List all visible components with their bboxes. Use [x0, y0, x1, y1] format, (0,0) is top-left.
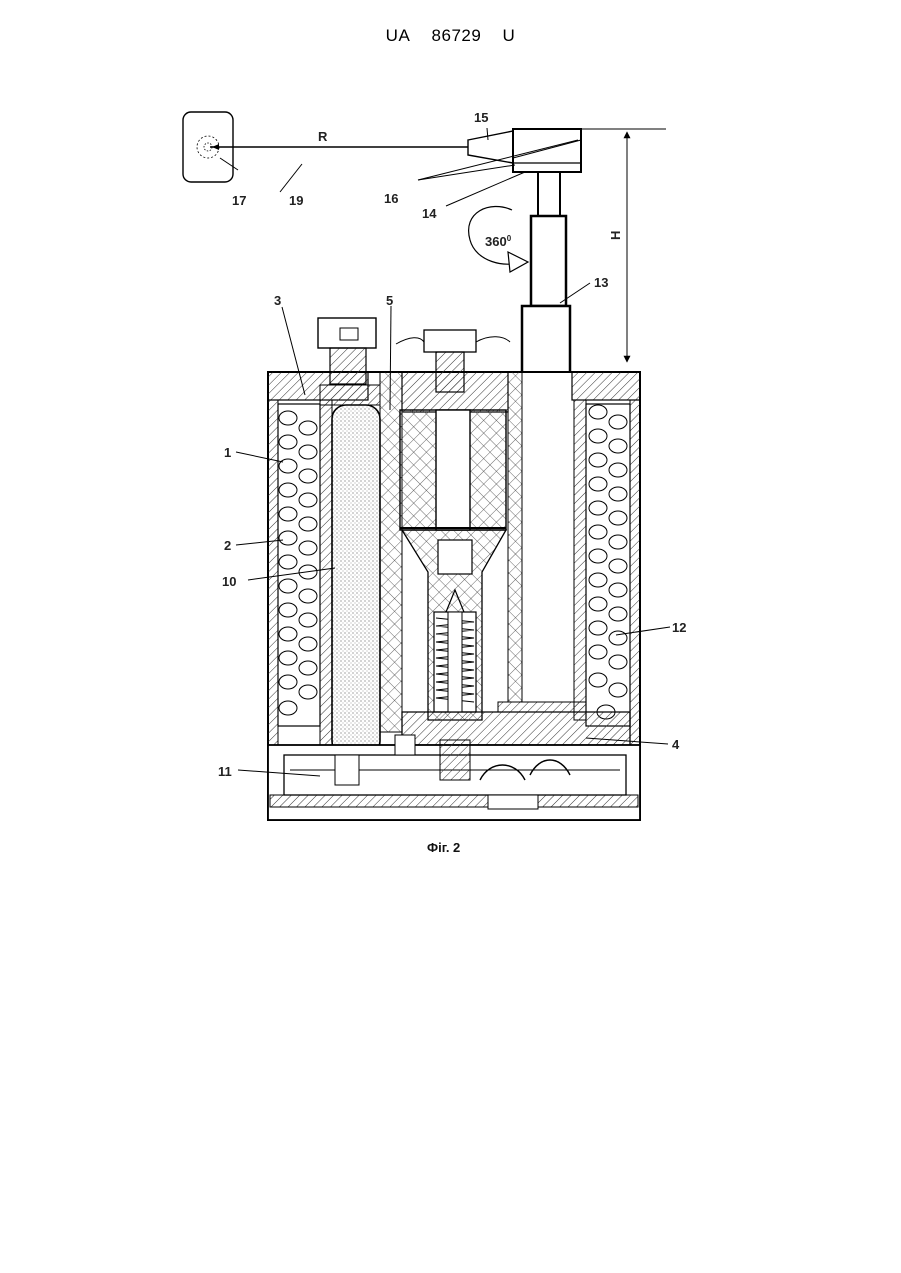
radius-label: R [318, 129, 328, 144]
label-11: 11 [218, 764, 232, 779]
beam-arrowhead [212, 144, 219, 150]
label-13: 13 [594, 275, 608, 290]
label-4: 4 [672, 737, 680, 752]
left-coil [278, 404, 320, 726]
label-17: 17 [232, 193, 246, 208]
bottom-compartment [268, 735, 640, 820]
figure-caption: Фіг. 2 [427, 840, 460, 855]
label-1: 1 [224, 445, 231, 460]
label-3: 3 [274, 293, 281, 308]
label-10: 10 [222, 574, 236, 589]
housing [268, 318, 640, 820]
right-coil [586, 404, 630, 726]
emitter-head [468, 129, 666, 172]
label-2: 2 [224, 538, 231, 553]
label-19: 19 [289, 193, 303, 208]
label-16: 16 [384, 191, 398, 206]
label-15: 15 [474, 110, 488, 125]
label-5: 5 [386, 293, 393, 308]
height-label: H [608, 231, 623, 240]
base-block [402, 712, 630, 745]
label-14: 14 [422, 206, 437, 221]
rotation-label: 3600 [485, 234, 512, 249]
label-12: 12 [672, 620, 686, 635]
